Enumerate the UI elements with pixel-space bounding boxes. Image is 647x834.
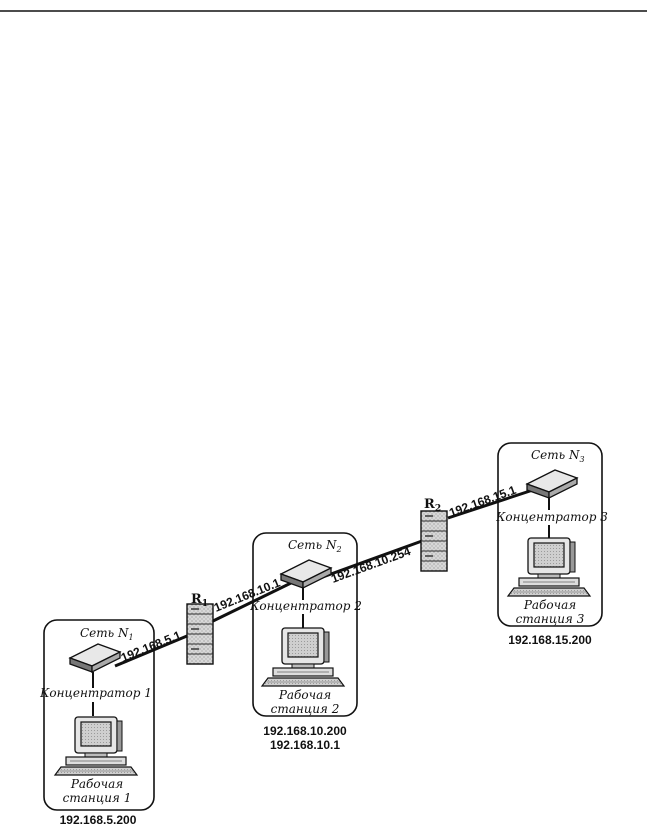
workstation-3-label-line2: станция 3 (516, 612, 585, 626)
network-n3-box (497, 442, 603, 627)
workstation-3-label-line1: Рабочая (523, 598, 576, 612)
router-r2: R2 (420, 497, 448, 572)
hub-1-label: Концентратор 1 (39, 686, 152, 700)
workstation-icon (54, 716, 138, 776)
hub-icon (69, 643, 121, 673)
link-r1-n2 (212, 581, 292, 623)
hub-icon (526, 469, 578, 499)
network-n1-box (43, 619, 155, 811)
hub-2-label: Концентратор 2 (249, 599, 362, 613)
network-n2-ip-gateway: 192.168.10.1 (270, 738, 340, 752)
router-r1-label: R1 (191, 592, 208, 609)
network-n3-ip: 192.168.15.200 (508, 633, 592, 647)
link-n1-r1 (114, 634, 188, 668)
workstation-icon (507, 537, 591, 597)
link-n2-r2 (319, 539, 423, 580)
network-n2-title: Сеть N2 (288, 538, 342, 554)
router-r2-label: R2 (424, 497, 441, 514)
network-n2-box (252, 532, 358, 717)
link-label-n2-r2: 192.168.10.254 (329, 544, 412, 586)
network-n3-title: Сеть N3 (531, 448, 585, 464)
link-r2-n3 (447, 487, 537, 520)
network-n1: Сеть N1 Концентратор 1 Рабочая станция 1… (39, 619, 155, 827)
router-r1: R1 (186, 592, 214, 665)
network-n1-ip: 192.168.5.200 (60, 813, 137, 827)
network-n2: Сеть N2 Концентратор 2 Рабочая станция 2… (249, 532, 362, 752)
network-n2-ip: 192.168.10.200 (263, 724, 347, 738)
workstation-1-label-line1: Рабочая (70, 777, 123, 791)
hub-3-label: Концентратор 3 (495, 510, 608, 524)
workstation-2-label-line1: Рабочая (278, 688, 331, 702)
router-icon (420, 510, 448, 572)
workstation-1-label-line2: станция 1 (63, 791, 132, 805)
network-n3: Сеть N3 Концентратор 3 Рабочая станция 3… (495, 442, 608, 647)
workstation-2-label-line2: станция 2 (271, 702, 340, 716)
network-n1-title: Сеть N1 (80, 626, 134, 642)
router-icon (186, 603, 214, 665)
workstation-icon (261, 627, 345, 687)
